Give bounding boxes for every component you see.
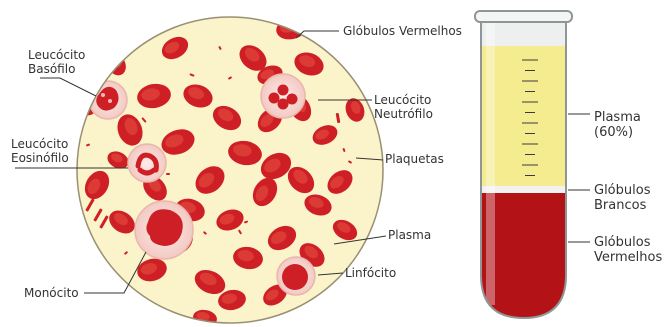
label-tube-plasma: Plasma (60%)	[594, 110, 641, 140]
microscope-view	[70, 13, 383, 327]
label-leucocito-neutrofilo: Leucócito Neutrófilo	[374, 93, 433, 121]
neutrophil-cell	[261, 74, 305, 118]
label-monocito: Monócito	[24, 286, 79, 300]
label-plasma: Plasma	[388, 228, 431, 242]
lymphocyte-cell	[277, 257, 315, 295]
test-tube	[475, 11, 572, 323]
label-tube-globulos-brancos: Glóbulos Brancos	[594, 183, 650, 213]
label-tube-globulos-vermelhos: Glóbulos Vermelhos	[594, 235, 662, 265]
label-leucocito-eosinofilo: Leucócito Eosinófilo	[11, 137, 69, 165]
label-globulos-vermelhos: Glóbulos Vermelhos	[343, 24, 462, 38]
tube-rim	[475, 11, 572, 22]
label-leucocito-basofilo: Leucócito Basófilo	[28, 48, 85, 76]
monocyte-cell	[135, 201, 193, 259]
leader-basofilo	[40, 78, 96, 96]
platelet	[166, 173, 170, 175]
label-linfocito: Linfócito	[345, 266, 396, 280]
eosinophil-cell	[128, 144, 166, 182]
label-plaquetas: Plaquetas	[385, 152, 444, 166]
